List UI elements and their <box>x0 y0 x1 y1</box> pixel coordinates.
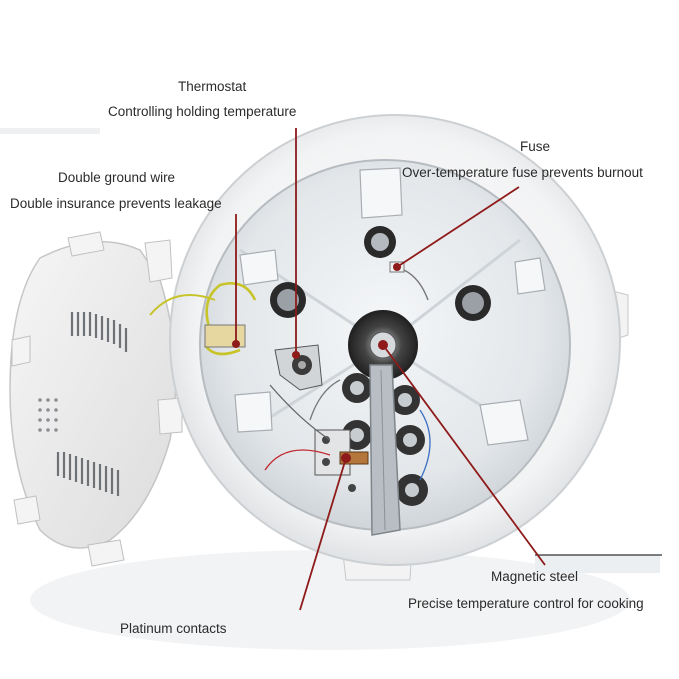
lid-vent-slots-bottom <box>56 452 120 496</box>
magnetic-steel-leader <box>382 344 546 566</box>
lid-dot-vents <box>38 398 58 432</box>
ground-wire-label: Double ground wire <box>58 170 176 185</box>
heating-terminals <box>342 373 428 506</box>
magnetic-steel-description: Precise temperature control for cooking <box>408 596 644 611</box>
fuse-leader <box>396 186 520 268</box>
detached-lid <box>9 231 183 567</box>
thermostat-description: Controlling holding temperature <box>108 104 297 119</box>
fuse-label: Fuse <box>520 139 551 154</box>
lever-bar <box>369 364 401 536</box>
lid-vent-slots-top <box>70 312 128 352</box>
magnetic-steel-label: Magnetic steel <box>491 569 579 584</box>
decor-rule <box>0 128 100 134</box>
thermostat-component <box>274 344 323 391</box>
thermostat-label: Thermostat <box>178 79 247 94</box>
mounting-brackets <box>234 167 546 446</box>
platinum-contacts-leader <box>299 457 347 611</box>
platinum-contacts-label: Platinum contacts <box>120 621 227 636</box>
ground-wire <box>149 282 257 356</box>
leader-dots <box>232 263 401 463</box>
ground-wire-description: Double insurance prevents leakage <box>10 196 222 211</box>
wiring <box>264 379 431 481</box>
leader-lines <box>235 128 546 611</box>
mounting-holes <box>270 226 491 321</box>
floor-shadow <box>30 550 662 650</box>
fuse-description: Over-temperature fuse prevents burnout <box>402 165 643 180</box>
